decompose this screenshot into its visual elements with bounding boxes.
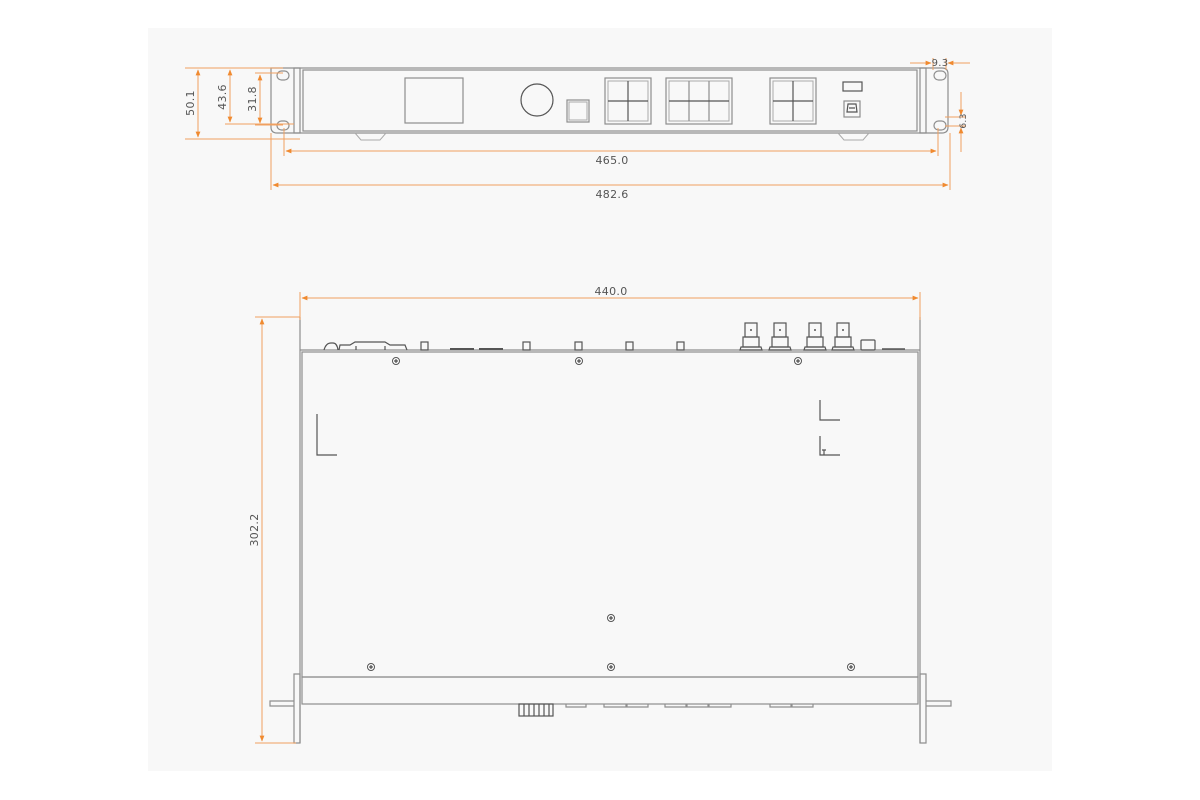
screw-icon — [575, 357, 583, 365]
ear-hole-icon — [933, 70, 947, 81]
lcd-screen-icon — [404, 77, 464, 124]
front-bezel — [302, 69, 918, 132]
left-ear-top — [269, 673, 301, 744]
top-view — [269, 317, 952, 744]
screw-icon — [367, 663, 375, 671]
ear-hole-icon — [276, 70, 290, 81]
right-rack-ear — [919, 67, 949, 134]
dim-hole-spacing: 31.8 — [246, 86, 259, 112]
screw-icon — [847, 663, 855, 671]
right-ear-top — [919, 673, 952, 744]
button-grid-2x2-left-icon — [604, 77, 652, 125]
usb-a-port-icon — [842, 81, 863, 92]
dim-top-depth: 302.2 — [248, 514, 261, 547]
corner-mark — [819, 400, 840, 421]
dim-top-width: 440.0 — [595, 285, 628, 298]
square-button-icon — [566, 99, 590, 123]
button-edges — [565, 704, 814, 708]
rear-connectors — [323, 341, 685, 351]
foot — [354, 132, 387, 141]
dim-outer-height: 50.1 — [184, 90, 197, 116]
dim-ear-width: 9.3 — [932, 58, 949, 69]
left-rack-ear — [270, 67, 301, 134]
screw-icon — [794, 357, 802, 365]
top-body — [301, 351, 919, 678]
rotary-knob-icon — [520, 83, 554, 117]
screw-icon — [607, 663, 615, 671]
front-panel-edge — [301, 676, 919, 705]
dim-hole-size: 6.3 — [959, 113, 969, 128]
dim-body-width: 465.0 — [596, 154, 629, 167]
ear-hole-icon — [933, 120, 947, 131]
button-grid-2x2-right-icon — [769, 77, 817, 125]
bnc-connectors — [739, 322, 905, 351]
corner-mark — [316, 414, 337, 456]
front-body — [293, 67, 927, 134]
front-dimensions: 50.1 43.6 31.8 465.0 482.6 9.3 6.3 — [184, 58, 970, 201]
dim-total-width: 482.6 — [596, 188, 629, 201]
foot — [837, 132, 870, 141]
screws — [367, 357, 855, 671]
button-grid-3x2-icon — [665, 77, 733, 125]
usb-b-port-icon — [843, 100, 861, 118]
dim-body-height: 43.6 — [216, 84, 229, 110]
top-dimensions: 440.0 302.2 — [248, 285, 921, 744]
knob-edge-icon — [518, 703, 554, 717]
front-view — [270, 67, 949, 141]
corner-mark — [819, 436, 840, 456]
screw-icon — [392, 357, 400, 365]
screw-icon — [607, 614, 615, 622]
